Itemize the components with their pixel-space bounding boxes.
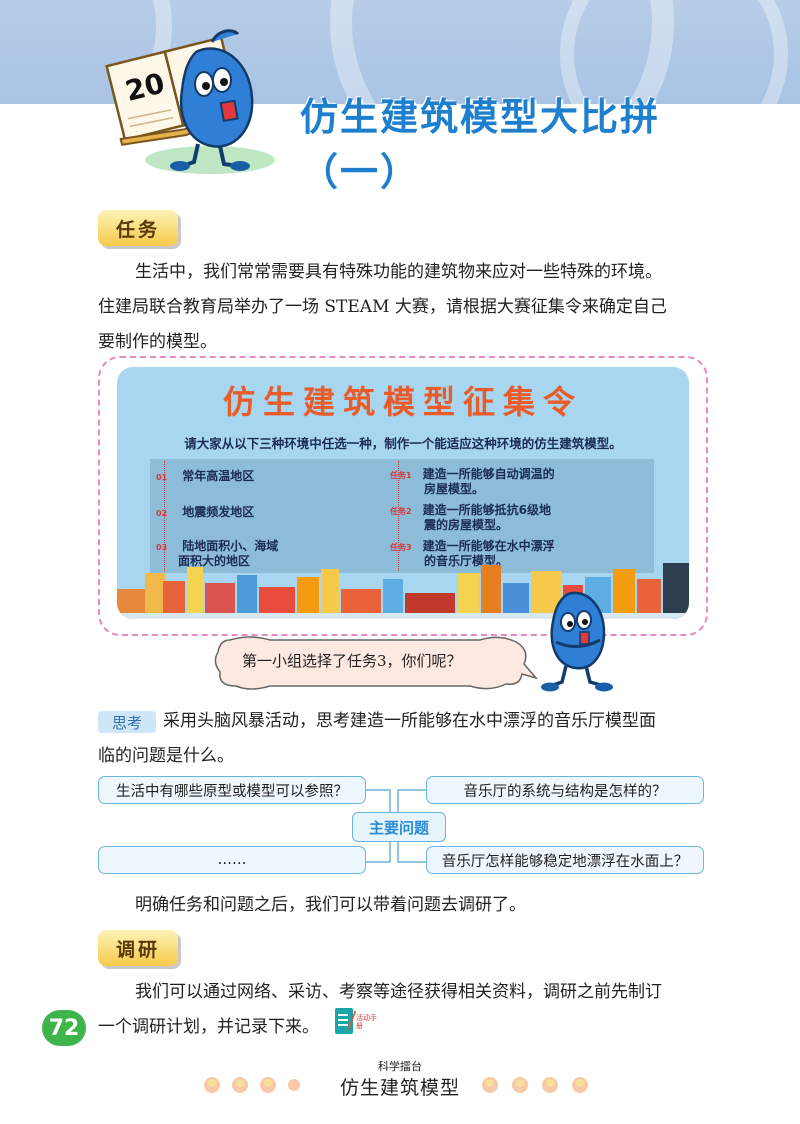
think-text-line2: 临的问题是什么。 bbox=[98, 746, 234, 766]
task-label: 任务2 bbox=[390, 507, 412, 516]
page-number: 72 bbox=[42, 1010, 86, 1046]
activity-handbook-label: 活动手册 bbox=[356, 1014, 377, 1030]
think-text-line1: 采用头脑风暴活动，思考建造一所能够在水中漂浮的音乐厅模型面 bbox=[163, 711, 656, 731]
mindmap-box-system-structure: 音乐厅的系统与结构是怎样的？ bbox=[426, 776, 704, 804]
task-text: 建造一所能够自动调温的 bbox=[422, 467, 555, 481]
book-mascot-illustration: 20 bbox=[105, 29, 275, 174]
environment-number: 01 bbox=[156, 473, 168, 482]
task-item: 任务3 建造一所能够在水中漂浮 的音乐厅模型。 bbox=[390, 535, 555, 569]
task-item: 任务2 建造一所能够抵抗6级地 震的房屋模型。 bbox=[390, 499, 551, 533]
footer-decoration-right bbox=[482, 1077, 588, 1093]
decorative-arc bbox=[560, 0, 788, 104]
section-tab-research: 调研 bbox=[98, 930, 178, 966]
page-title: 仿生建筑模型大比拼（一） bbox=[300, 95, 661, 194]
environment-number: 02 bbox=[156, 509, 168, 518]
speech-bubble bbox=[214, 636, 539, 690]
environment-text-cont: 面积大的地区 bbox=[178, 554, 251, 568]
notebook-icon bbox=[335, 1008, 356, 1034]
research-text-line2: 一个调研计划，并记录下来。 bbox=[98, 1017, 319, 1037]
environment-text: 地震频发地区 bbox=[182, 505, 255, 519]
environment-text: 常年高温地区 bbox=[182, 469, 255, 483]
task-text-cont: 的音乐厅模型。 bbox=[424, 554, 509, 568]
after-map-text: 明确任务和问题之后，我们可以带着问题去调研了。 bbox=[135, 895, 526, 915]
recruitment-poster: 仿生建筑模型征集令 请大家从以下三种环境中任选一种，制作一个能适应这种环境的仿生… bbox=[117, 367, 689, 619]
think-tag: 思考 bbox=[98, 711, 156, 733]
grass-shadow bbox=[145, 146, 275, 174]
task-timeline bbox=[398, 461, 639, 571]
environment-item: 02 地震频发地区 bbox=[156, 501, 254, 520]
mindmap-box-reference-models: 生活中有哪些原型或模型可以参照？ bbox=[98, 776, 366, 804]
speech-bubble-text: 第一小组选择了任务3，你们呢？ bbox=[242, 652, 462, 670]
activity-handbook-icon[interactable]: 活动手册 bbox=[334, 1004, 380, 1038]
task-paragraph-line2: 住建局联合教育局举办了一场 STEAM 大赛，请根据大赛征集令来确定自己 bbox=[98, 297, 667, 317]
environment-item: 03 陆地面积小、海域 面积大的地区 bbox=[156, 535, 278, 569]
footer-series-name: 科学擂台 bbox=[378, 1060, 422, 1073]
task-text: 建造一所能够抵抗6级地 bbox=[422, 503, 552, 517]
task-label: 任务1 bbox=[390, 471, 412, 480]
footer-book-title: 仿生建筑模型 bbox=[339, 1077, 460, 1099]
task-paragraph-line3: 要制作的模型。 bbox=[98, 332, 217, 352]
mindmap-box-stable-floating: 音乐厅怎样能够稳定地漂浮在水面上？ bbox=[426, 846, 704, 874]
poster-frame bbox=[98, 356, 708, 636]
task-paragraph-line1: 生活中，我们常常需要具有特殊功能的建筑物来应对一些特殊的环境。 bbox=[135, 262, 662, 282]
mascot-icon bbox=[170, 29, 254, 171]
mindmap-box-more: …… bbox=[98, 846, 366, 874]
task-text-cont: 震的房屋模型。 bbox=[424, 518, 509, 532]
mascot-icon bbox=[541, 591, 613, 692]
poster-subtitle: 请大家从以下三种环境中任选一种，制作一个能适应这种环境的仿生建筑模型。 bbox=[184, 436, 622, 451]
task-text-cont: 房屋模型。 bbox=[424, 482, 485, 496]
environment-text: 陆地面积小、海域 bbox=[182, 539, 279, 553]
environment-timeline bbox=[164, 461, 385, 571]
task-item: 任务1 建造一所能够自动调温的 房屋模型。 bbox=[390, 463, 555, 497]
section-tab-task: 任务 bbox=[98, 210, 178, 246]
poster-info-panel: 01 常年高温地区 02 地震频发地区 03 陆地面积小、海域 面积大的地区 任… bbox=[150, 459, 654, 573]
research-text-line1: 我们可以通过网络、采访、考察等途径获得相关资料，调研之前先制订 bbox=[135, 982, 662, 1002]
task-text: 建造一所能够在水中漂浮 bbox=[422, 539, 555, 553]
task-label: 任务3 bbox=[390, 543, 412, 552]
environment-item: 01 常年高温地区 bbox=[156, 465, 254, 484]
poster-title: 仿生建筑模型征集令 bbox=[222, 383, 583, 421]
footer-decoration-left bbox=[204, 1077, 300, 1093]
mindmap-center: 主要问题 bbox=[352, 812, 446, 842]
environment-number: 03 bbox=[156, 543, 168, 552]
